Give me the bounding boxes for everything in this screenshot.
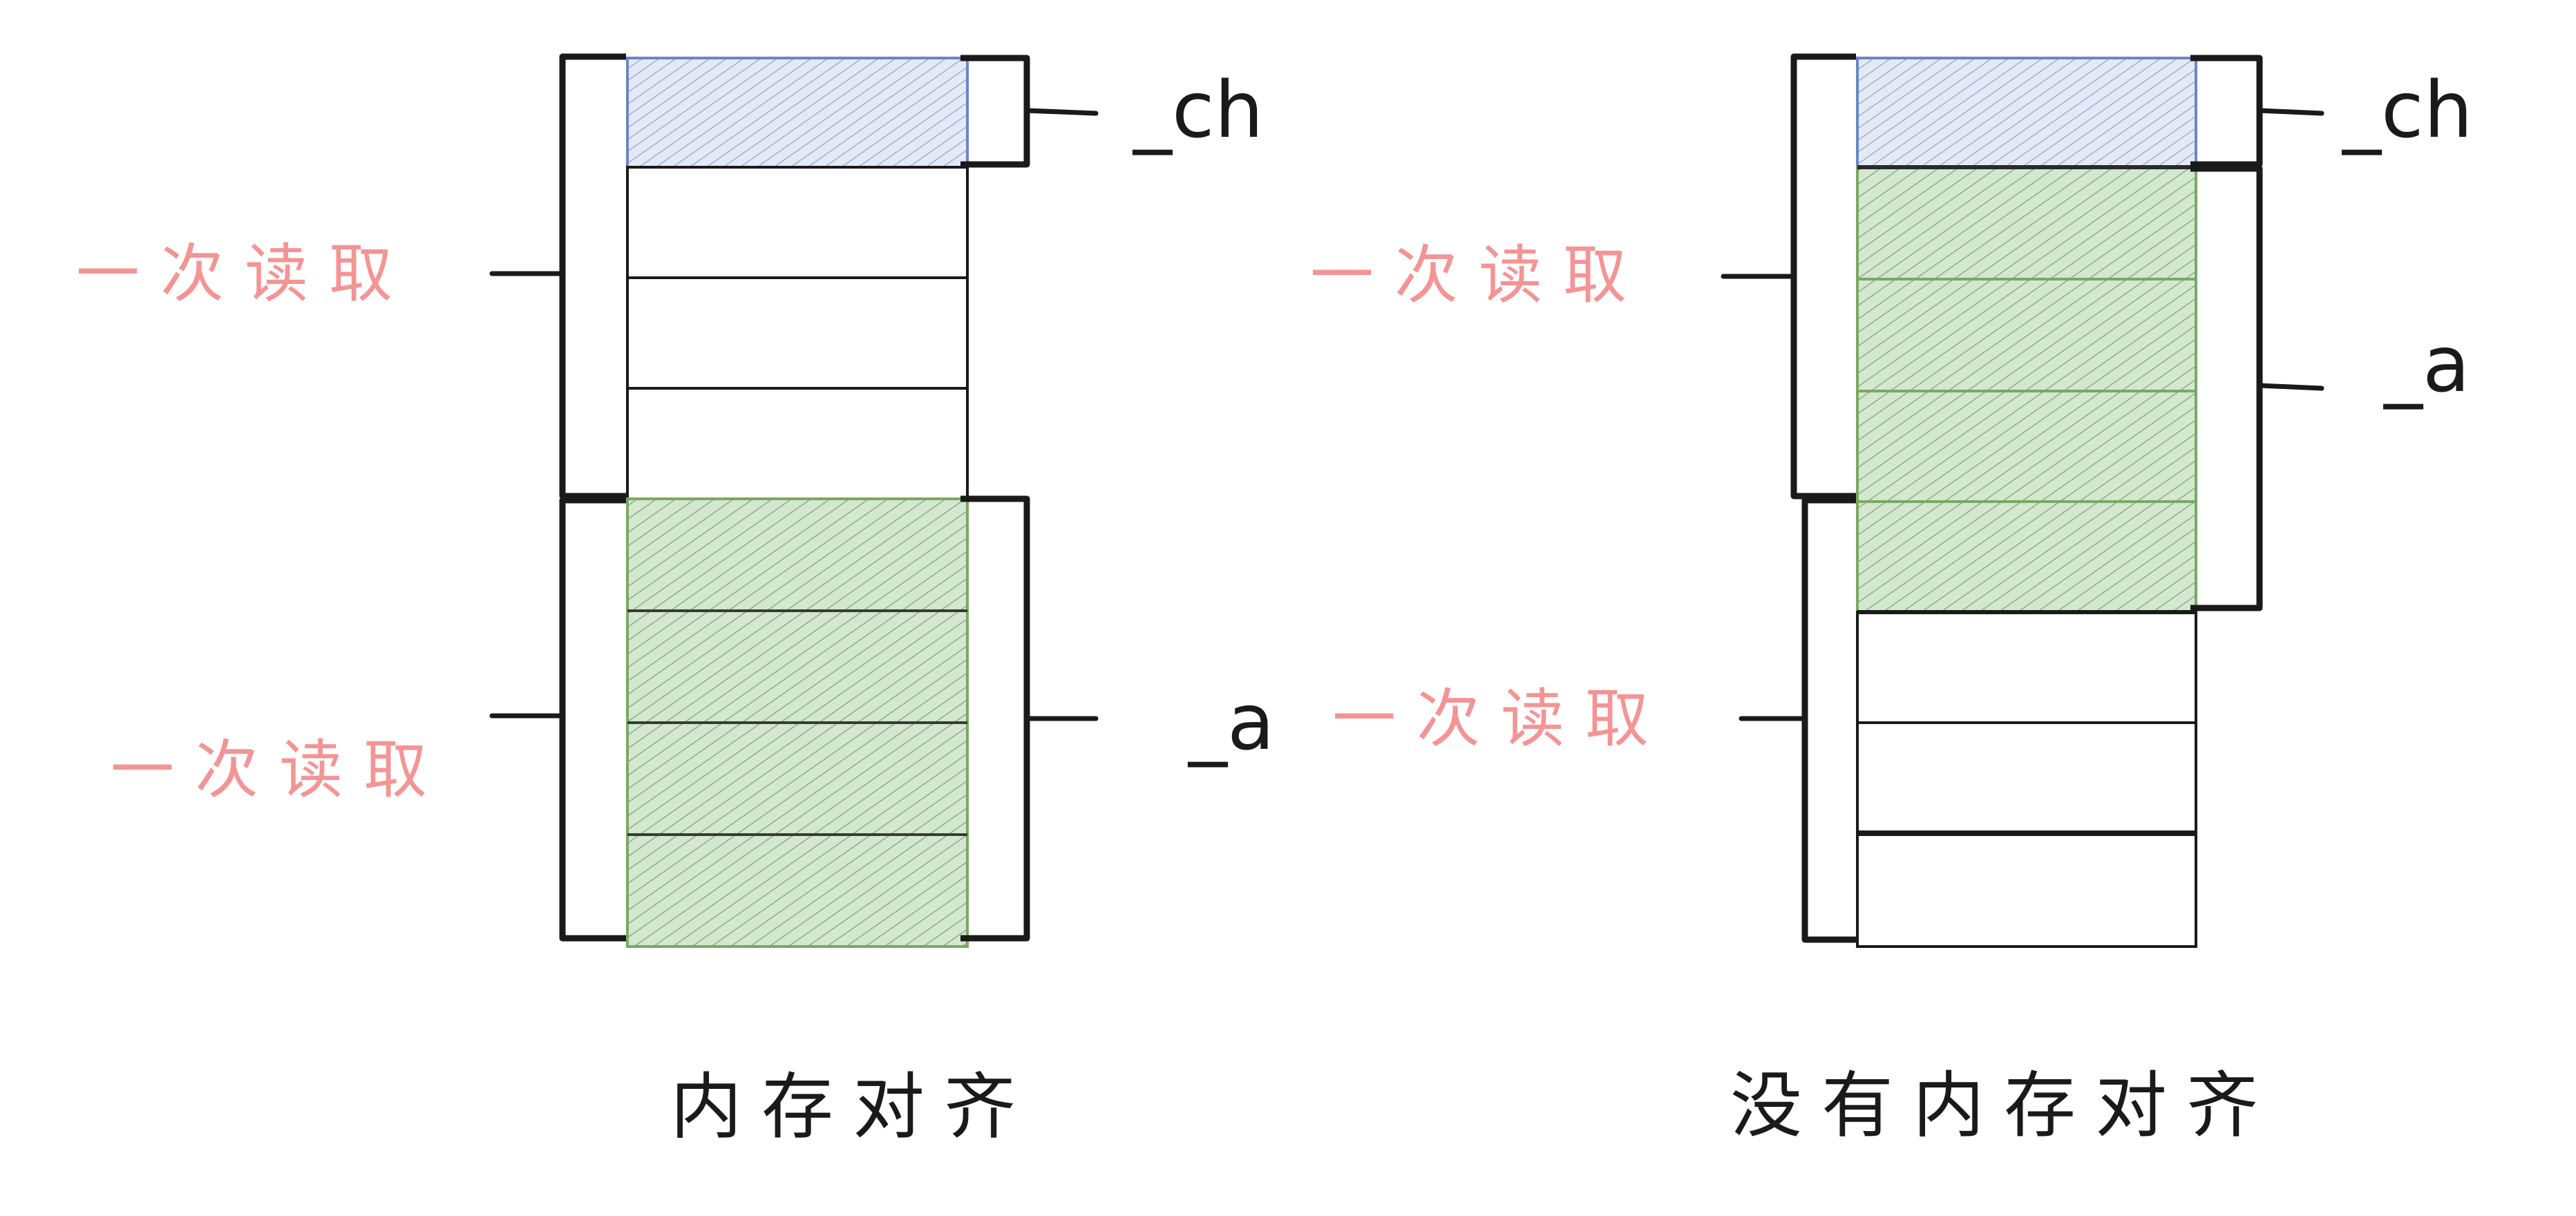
unaligned-read-bracket-top xyxy=(1790,53,1856,500)
aligned-memory-column xyxy=(626,57,969,948)
aligned-field-label-ch: _ch xyxy=(1132,66,1264,155)
aligned-cell-padding-3 xyxy=(626,387,969,500)
unaligned-read-bracket-bottom xyxy=(1801,497,1856,943)
unaligned-cell-int-4 xyxy=(1856,500,2197,614)
aligned-cell-padding-1 xyxy=(626,166,969,279)
aligned-read-label-top: 一次读取 xyxy=(76,237,413,311)
unaligned-read-label-top: 一次读取 xyxy=(1310,238,1647,312)
unaligned-field-bracket-a xyxy=(2190,165,2263,611)
aligned-cell-padding-2 xyxy=(626,276,969,390)
unaligned-cell-int-3 xyxy=(1856,390,2197,503)
aligned-cell-int-4 xyxy=(626,833,969,948)
unaligned-field-label-ch: _ch xyxy=(2341,66,2473,155)
unaligned-field-label-a: _a xyxy=(2383,320,2470,410)
unaligned-field-bracket-ch xyxy=(2190,55,2263,168)
unaligned-cell-char xyxy=(1856,57,2197,169)
unaligned-cell-free-1 xyxy=(1856,611,2197,724)
unaligned-caption: 没有内存对齐 xyxy=(1730,1063,2277,1148)
unaligned-cell-int-1 xyxy=(1856,166,2197,281)
aligned-read-bracket-bottom xyxy=(559,497,626,942)
unaligned-cell-free-2 xyxy=(1856,721,2197,835)
aligned-caption: 内存对齐 xyxy=(670,1065,1035,1149)
unaligned-read-label-bottom: 一次读取 xyxy=(1332,682,1669,756)
aligned-field-bracket-a xyxy=(960,495,1030,942)
aligned-read-bracket-top xyxy=(559,53,626,500)
unaligned-cell-free-3 xyxy=(1856,832,2197,948)
unaligned-memory-column xyxy=(1856,57,2197,948)
aligned-field-label-a: _a xyxy=(1187,678,1275,768)
aligned-field-bracket-ch xyxy=(960,55,1030,168)
aligned-diagram: _ch _a 一次读取 一次读取 内存对齐 xyxy=(76,53,1275,1149)
aligned-cell-char xyxy=(626,57,969,169)
aligned-read-label-bottom: 一次读取 xyxy=(111,733,448,807)
aligned-cell-int-1 xyxy=(626,497,969,612)
aligned-cell-int-3 xyxy=(626,721,969,836)
aligned-cell-int-2 xyxy=(626,609,969,724)
unaligned-cell-int-2 xyxy=(1856,278,2197,392)
unaligned-diagram: _ch _a 一次读取 一次读取 没有内存对齐 xyxy=(1310,53,2473,1148)
